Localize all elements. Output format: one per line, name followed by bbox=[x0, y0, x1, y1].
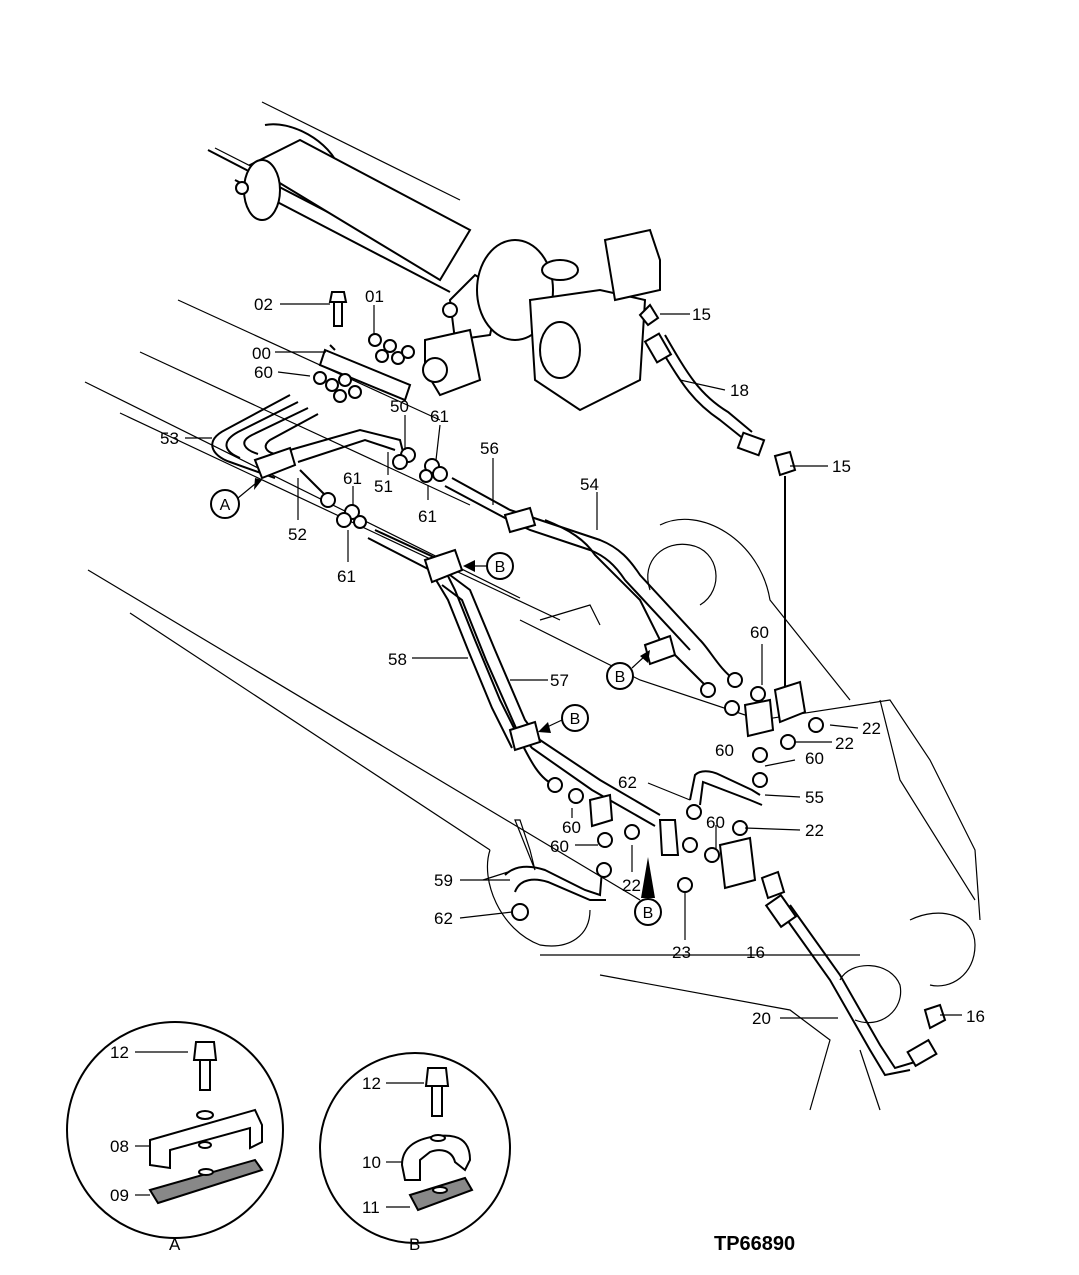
part-labels: 02 01 00 60 53 50 61 56 51 61 61 54 52 6… bbox=[160, 287, 985, 1028]
long-pipes bbox=[367, 477, 743, 856]
label-22-d: 22 bbox=[622, 876, 641, 895]
label-12-a: 12 bbox=[110, 1043, 129, 1062]
label-60-e: 60 bbox=[562, 818, 581, 837]
label-12-b: 12 bbox=[362, 1074, 381, 1093]
ref-callout-a: A bbox=[210, 478, 262, 519]
pipe-bundle bbox=[211, 394, 416, 508]
label-11: 11 bbox=[362, 1198, 380, 1217]
detail-b-pad bbox=[408, 1176, 474, 1212]
detail-a-caption: A bbox=[169, 1235, 181, 1254]
ref-b1-letter: B bbox=[495, 559, 506, 576]
ref-b4-letter: B bbox=[643, 905, 654, 922]
bolt-02 bbox=[328, 291, 348, 327]
label-60-d: 60 bbox=[805, 749, 824, 768]
label-61-c: 61 bbox=[418, 507, 437, 526]
ref-b2-letter: B bbox=[615, 669, 626, 686]
ref-a-letter: A bbox=[220, 497, 231, 514]
label-55: 55 bbox=[805, 788, 824, 807]
label-51: 51 bbox=[374, 477, 393, 496]
label-54: 54 bbox=[580, 475, 599, 494]
label-16-b: 16 bbox=[966, 1007, 985, 1026]
label-56: 56 bbox=[480, 439, 499, 458]
fittings-cluster-01 bbox=[368, 333, 415, 365]
label-08: 08 bbox=[110, 1137, 129, 1156]
boom-cylinder bbox=[207, 123, 661, 412]
label-22-b: 22 bbox=[835, 734, 854, 753]
label-16-a: 16 bbox=[746, 943, 765, 962]
detail-b-caption: B bbox=[409, 1235, 420, 1254]
label-50: 50 bbox=[390, 397, 409, 416]
leader-lines bbox=[185, 303, 962, 1019]
label-62-a: 62 bbox=[618, 773, 637, 792]
label-09: 09 bbox=[110, 1186, 129, 1205]
label-61-b: 61 bbox=[343, 469, 362, 488]
detail-b-bolt bbox=[424, 1067, 450, 1117]
label-02: 02 bbox=[254, 295, 273, 314]
ref-callout-b4: B bbox=[634, 857, 662, 926]
label-59: 59 bbox=[434, 871, 453, 890]
label-22-c: 22 bbox=[805, 821, 824, 840]
label-10: 10 bbox=[362, 1153, 381, 1172]
label-58: 58 bbox=[388, 650, 407, 669]
label-60-c: 60 bbox=[715, 741, 734, 760]
label-18: 18 bbox=[730, 381, 749, 400]
hose-and-blocks bbox=[588, 303, 947, 1077]
label-60-g: 60 bbox=[550, 837, 569, 856]
ref-callout-b1: B bbox=[463, 552, 514, 580]
ref-b3-letter: B bbox=[570, 711, 581, 728]
label-15-b: 15 bbox=[832, 457, 851, 476]
label-60-f: 60 bbox=[706, 813, 725, 832]
label-53: 53 bbox=[160, 429, 179, 448]
label-61-a: 61 bbox=[430, 407, 449, 426]
ref-callout-b3: B bbox=[538, 704, 589, 733]
label-00: 00 bbox=[252, 344, 271, 363]
detail-a-clamp bbox=[149, 1108, 263, 1170]
detail-a: 12 08 09 A bbox=[66, 1021, 284, 1254]
detail-b: 12 10 11 B bbox=[319, 1052, 511, 1254]
label-61-d: 61 bbox=[337, 567, 356, 586]
ref-callout-b2: B bbox=[606, 650, 650, 690]
label-20: 20 bbox=[752, 1009, 771, 1028]
drawing-code: TP66890 bbox=[714, 1233, 795, 1255]
detail-a-bolt bbox=[192, 1041, 218, 1091]
manifold-block bbox=[313, 291, 415, 403]
detail-a-pad bbox=[148, 1158, 264, 1205]
label-22-a: 22 bbox=[862, 719, 881, 738]
fittings-61 bbox=[336, 458, 448, 529]
detail-b-clamp bbox=[400, 1134, 472, 1181]
label-15-a: 15 bbox=[692, 305, 711, 324]
label-62-b: 62 bbox=[434, 909, 453, 928]
label-60-b: 60 bbox=[750, 623, 769, 642]
fittings-cluster-60 bbox=[313, 371, 362, 403]
label-57: 57 bbox=[550, 671, 569, 690]
label-60-a: 60 bbox=[254, 363, 273, 382]
label-52: 52 bbox=[288, 525, 307, 544]
label-01: 01 bbox=[365, 287, 384, 306]
label-23: 23 bbox=[672, 943, 691, 962]
